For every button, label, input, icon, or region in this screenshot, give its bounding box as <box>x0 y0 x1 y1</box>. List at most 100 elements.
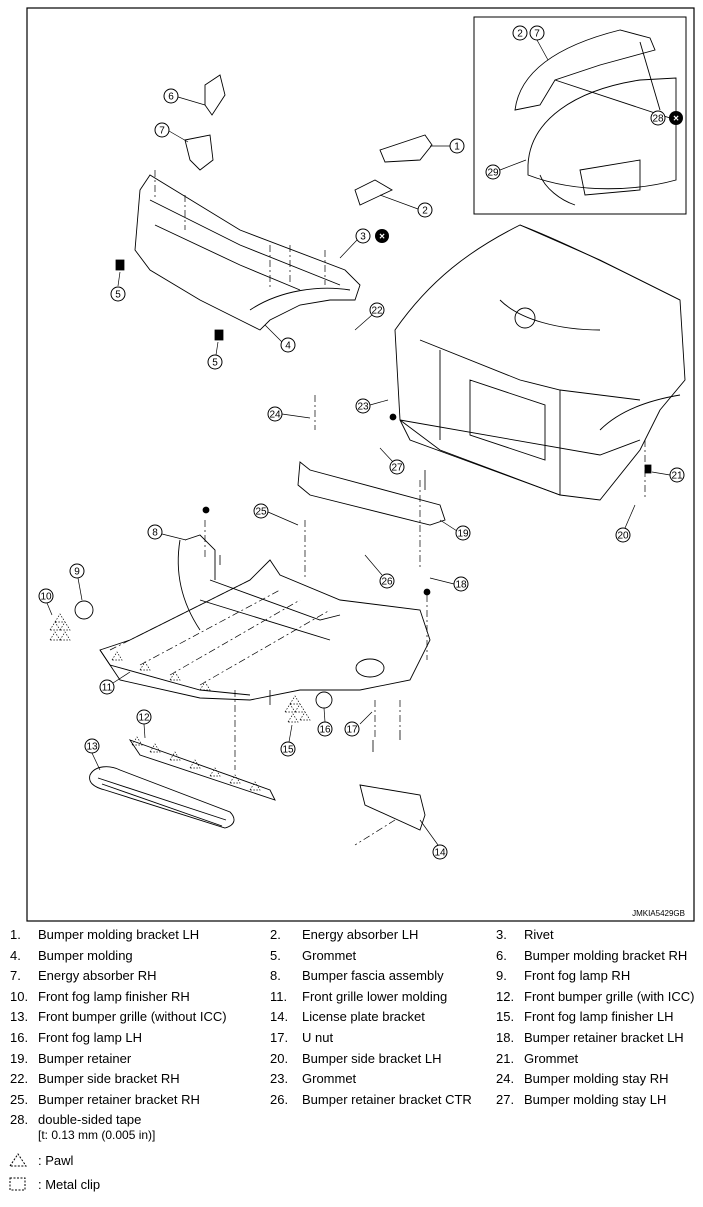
legend-item-number: 23. <box>270 1071 289 1087</box>
callout-9: 9 <box>69 563 85 601</box>
callout-3: 3 × <box>339 228 389 259</box>
legend-item-name: U nut <box>302 1030 334 1045</box>
legend-item-number: 27. <box>496 1091 515 1107</box>
svg-text:25: 25 <box>255 507 267 518</box>
legend-item-name: Front fog lamp RH <box>524 968 631 984</box>
callout-26: 26 <box>364 554 395 589</box>
legend-item-name: Front bumper grille (without ICC) <box>38 1009 227 1025</box>
figure-id: JMKIA5429GB <box>632 909 685 918</box>
legend-item-number: 12. <box>496 988 515 1004</box>
legend-item: 19.Bumper retainer <box>0 1051 703 1069</box>
legend-item: 21. Grommet <box>0 1051 703 1069</box>
legend-item-name: Bumper molding stay LH <box>524 1091 667 1107</box>
legend-item-name: Grommet <box>302 947 357 963</box>
legend-item-name: Bumper molding bracket RH <box>524 947 688 963</box>
svg-text:10: 10 <box>40 592 52 603</box>
legend-item-name: Bumper molding stay RH <box>524 1071 669 1087</box>
legend-item-number: 21. <box>496 1050 515 1066</box>
legend-item: 6. Bumper molding bracket RH <box>0 948 703 966</box>
legend-item-name: double-sided tape <box>38 1112 142 1128</box>
callout-29: 29 <box>485 159 527 180</box>
legend-item-number: 6. <box>496 947 507 963</box>
legend-item-name: Bumper molding <box>38 947 133 963</box>
callout-22: 22 <box>354 302 385 331</box>
legend-item: 10.Front fog lamp finisher RH <box>0 989 703 1007</box>
legend-item-number: 26. <box>270 1091 289 1107</box>
callout-4: 4 <box>264 324 296 353</box>
callout-12: 12 <box>136 709 152 739</box>
callout-28: 28 × <box>650 110 683 126</box>
callout-25: 25 <box>253 503 299 526</box>
svg-text:4: 4 <box>285 341 291 352</box>
legend-item-number: 28. <box>10 1112 29 1128</box>
legend-item-name: Front fog lamp finisher RH <box>38 988 190 1004</box>
legend-item: 17. U nut <box>0 1030 703 1048</box>
svg-text:18: 18 <box>455 580 467 591</box>
legend-item: 27. Bumper molding stay LH <box>0 1092 703 1110</box>
svg-text:14: 14 <box>434 848 446 859</box>
legend-item-number: 5. <box>270 947 281 963</box>
svg-text:23: 23 <box>357 402 369 413</box>
legend-item: 9.Front fog lamp RH <box>0 968 703 986</box>
callout-23: 23 <box>355 398 389 414</box>
callout-15: 15 <box>280 724 296 757</box>
legend-item-number: 17. <box>270 1030 289 1045</box>
part-28-thickness: [t: 0.13 mm (0.005 in)] <box>38 1128 156 1143</box>
legend-item: 12.Front bumper grille (with ICC) <box>0 989 703 1007</box>
legend-item: 4.Bumper molding <box>0 948 703 966</box>
callout-21: 21 <box>651 467 685 483</box>
callout-1: 1 <box>430 138 465 154</box>
callout-2-inset: 2 <box>512 25 528 41</box>
legend-item: 16.Front fog lamp LH <box>0 1030 703 1048</box>
legend-item-name: Bumper retainer <box>38 1050 132 1066</box>
legend-item: 28. double-sided tape <box>0 1112 703 1130</box>
legend-item-name: Grommet <box>524 1050 579 1066</box>
callout-7: 7 <box>154 122 189 143</box>
inset-detail-box <box>473 16 687 215</box>
callout-5a: 5 <box>110 271 126 302</box>
legend-item-number: 14. <box>270 1009 289 1025</box>
legend-item-name: Bumper fascia assembly <box>302 968 444 984</box>
legend-item-number: 22. <box>10 1071 29 1087</box>
callout-20: 20 <box>615 504 636 543</box>
legend-item: 24. Bumper molding stay RH <box>0 1071 703 1089</box>
svg-text:21: 21 <box>671 471 683 482</box>
svg-text:5: 5 <box>212 358 218 369</box>
legend-item-name: Front fog lamp finisher LH <box>524 1009 674 1025</box>
legend-item-name: Grommet <box>302 1071 357 1087</box>
svg-text:8: 8 <box>152 528 158 539</box>
legend-item-number: 11. <box>270 988 288 1004</box>
legend-item-number: 15. <box>496 1009 515 1025</box>
svg-text:24: 24 <box>269 410 281 421</box>
callout-17: 17 <box>344 711 373 737</box>
metal-clip-square-icon <box>9 1177 26 1191</box>
legend-item-number: 24. <box>496 1071 515 1087</box>
legend-item-number: 16. <box>10 1030 29 1045</box>
svg-text:9: 9 <box>74 567 80 578</box>
svg-text:19: 19 <box>457 529 469 540</box>
callout-19: 19 <box>439 519 471 541</box>
legend-item: 1.Bumper molding bracket LH <box>0 927 703 945</box>
legend-item-name: Rivet <box>524 927 554 942</box>
svg-text:2: 2 <box>422 206 428 217</box>
legend-item-name: Front grille lower molding <box>302 988 448 1004</box>
legend-item: 13.Front bumper grille (without ICC) <box>0 1009 703 1027</box>
legend-item-number: 18. <box>496 1030 515 1045</box>
exploded-diagram: 1 2 3 × 4 5 5 6 7 8 9 10 11 12 13 14 15 … <box>26 7 695 922</box>
svg-text:×: × <box>673 114 679 125</box>
svg-text:×: × <box>379 232 385 243</box>
callout-24: 24 <box>267 406 311 422</box>
callout-6: 6 <box>163 88 206 106</box>
legend-item: 18.Bumper retainer bracket LH <box>0 1030 703 1048</box>
svg-text:22: 22 <box>371 306 383 317</box>
legend-item: 26. Bumper retainer bracket CTR <box>0 1092 703 1110</box>
legend-item-number: 8. <box>270 968 281 984</box>
callout-8: 8 <box>147 524 187 541</box>
callout-7-inset: 7 <box>529 25 549 61</box>
legend-item-name: Bumper retainer bracket CTR <box>302 1091 472 1107</box>
callout-14: 14 <box>419 819 448 860</box>
callout-18: 18 <box>429 576 469 592</box>
legend-item-name: Energy absorber RH <box>38 968 157 984</box>
legend-item: 14.License plate bracket <box>0 1009 703 1027</box>
legend-item: 2.Energy absorber LH <box>0 927 703 945</box>
